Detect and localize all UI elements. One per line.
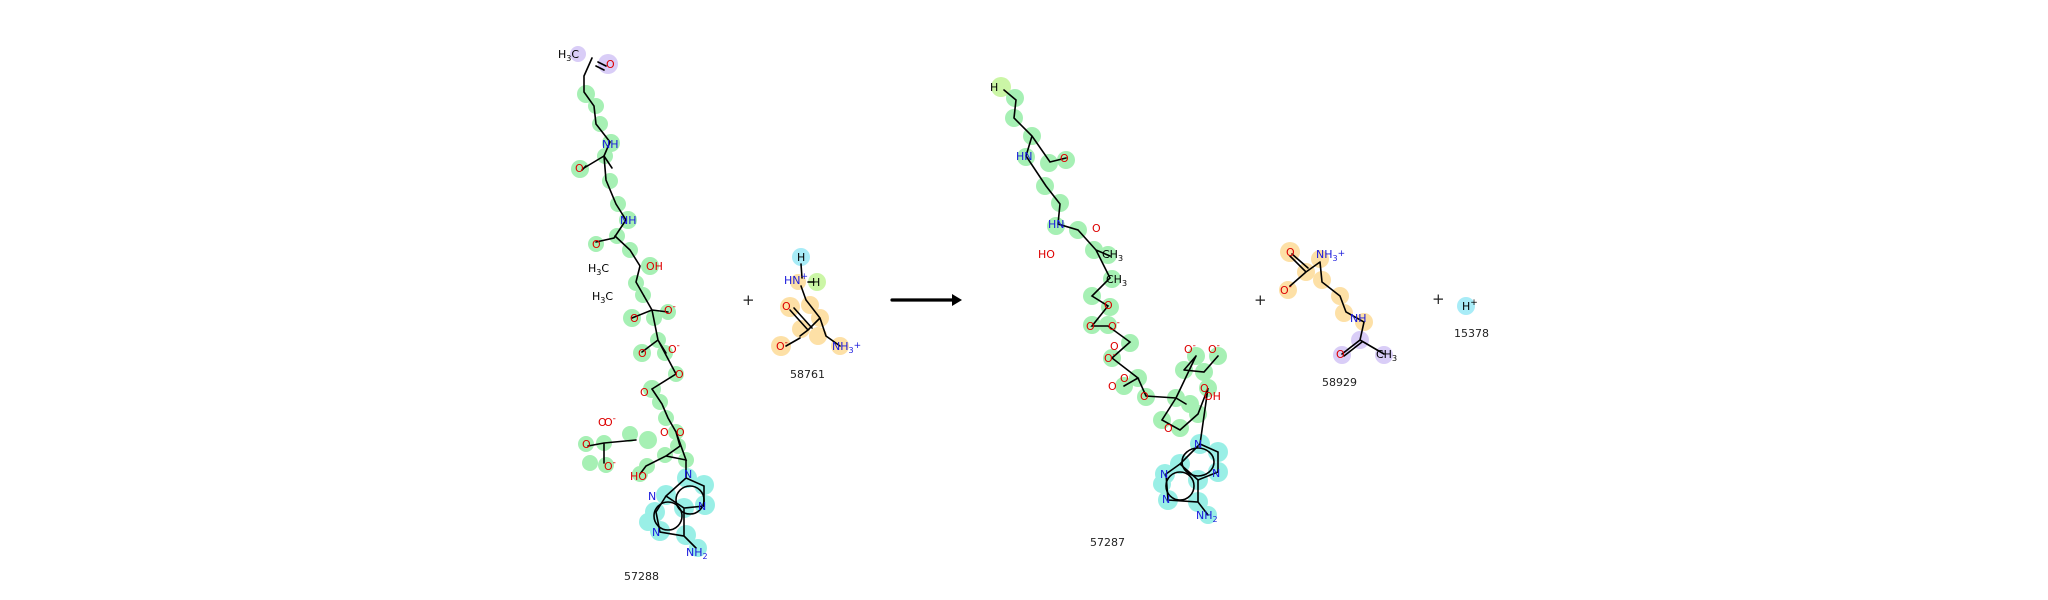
plus-sign-1: + [742,291,755,309]
atom-label-57287-1: HN [1016,150,1033,163]
atom-label-57288-4: NH [620,214,637,227]
atom-label-57288-24: N [652,526,660,539]
atom-label-57288-9: O [630,312,639,325]
atom-label-57288-3: O [575,162,584,175]
atom-label-58929-2: NH3+ [1316,248,1345,263]
atom-label-57287-21: N [1194,438,1202,451]
atom-label-58929-0: O [1286,246,1295,259]
atom-label-57288-21: HO [630,470,647,483]
atom-label-57287-10: O- [1108,318,1120,333]
atom-label-57288-16: O- [604,414,616,429]
atom-label-58761-2: H [812,276,820,289]
atom-label-57287-23: N [1160,468,1168,481]
atom-label-58761-3: O [782,300,791,313]
atom-label-58929-4: O [1336,348,1345,361]
atom-label-57288-22: N [684,468,692,481]
atom-label-57288-17: O [582,438,591,451]
plus-sign-3: + [1432,290,1445,308]
plus-sign-2: + [1254,291,1267,309]
atom-label-57288-14: O [675,368,684,381]
atom-label-57287-20: O [1164,422,1173,435]
atom-label-57288-15: O [598,416,607,429]
atom-label-57287-5: HO [1038,248,1055,261]
atom-label-57287-18: O [1200,382,1209,395]
atom-label-58929-5: CH3 [1376,348,1397,363]
atom-label-57287-19: OH [1204,390,1221,403]
atom-label-57287-17: O- [1208,341,1220,356]
atom-label-57287-0: H [990,81,998,94]
atom-label-57287-25: NH2 [1196,509,1218,524]
molecule-label-58929: 58929 [1322,376,1357,389]
atom-label-57287-16: O- [1184,341,1196,356]
atom-label-58929-3: NH [1350,312,1367,325]
atom-label-57287-4: O [1092,222,1101,235]
atom-label-57287-7: CH3 [1106,273,1127,288]
molecule-label-57288: 57288 [624,570,659,583]
molecule-label-58761: 58761 [790,368,825,381]
atom-label-57288-10: O- [664,302,676,317]
atom-label-57288-6: OH [646,260,663,273]
atom-label-57287-2: O [1060,152,1069,165]
atom-label-57288-8: H3C [592,290,613,305]
atom-label-57288-18: O- [604,458,616,473]
atom-label-57287-22: N [1212,467,1220,480]
atom-label-15378-0: H+ [1462,298,1478,313]
atom-label-57287-13: O [1120,372,1129,385]
atom-label-57288-25: N [698,500,706,513]
atom-label-57287-6: CH3 [1102,248,1123,263]
molecule-label-57287: 57287 [1090,536,1125,549]
atom-label-57287-3: HN [1048,218,1065,231]
atom-label-57288-13: O [640,386,649,399]
atom-label-57288-11: O [638,347,647,360]
atom-label-57287-12: O- [1104,350,1116,365]
atom-label-57288-19: O [660,426,669,439]
atom-label-58761-4: O- [776,338,788,353]
atom-label-57287-8: O [1104,299,1113,312]
atom-label-57288-1: O [606,58,615,71]
atom-label-57288-26: NH2 [686,546,708,561]
atom-label-58761-5: NH3+ [832,340,861,355]
atom-label-57288-5: O [592,238,601,251]
atom-label-57288-7: H3C [588,262,609,277]
atom-label-57287-14: O [1108,380,1117,393]
atom-label-57287-11: O [1110,340,1119,353]
atom-label-57288-20: O [676,426,685,439]
atom-label-57288-23: N [648,490,656,503]
atom-label-57288-0: H3C [558,48,579,63]
highlight-layer [570,46,1475,557]
atom-label-58929-1: O- [1280,282,1292,297]
atom-label-58761-0: H [797,251,805,264]
atom-label-57288-12: O- [668,341,680,356]
atom-label-57287-9: O [1086,320,1095,333]
atom-label-57287-24: N [1162,493,1170,506]
molecule-label-15378: 15378 [1454,327,1489,340]
atom-label-57287-15: O [1140,390,1149,403]
reaction-arrow-head [952,294,962,306]
bond-layer [581,57,1385,549]
atom-label-57288-2: NH [602,138,619,151]
